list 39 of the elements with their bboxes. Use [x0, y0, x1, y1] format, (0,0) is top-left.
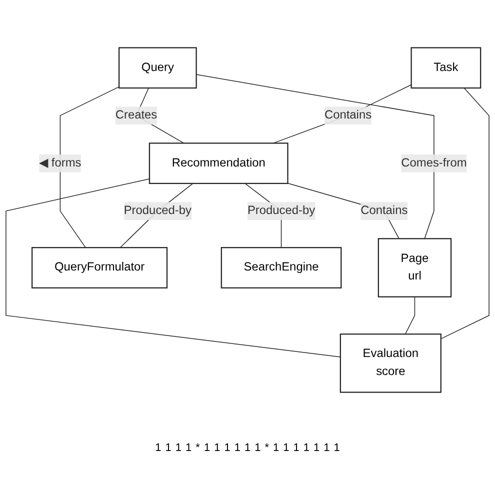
edge-label: ◀ forms: [39, 156, 82, 170]
multiplicity-label: *: [196, 442, 200, 454]
node-box: Query: [118, 47, 197, 89]
connector: [6, 178, 341, 358]
connector: [60, 86, 120, 248]
multiplicity-label: 1: [244, 442, 251, 454]
multiplicity-label: 1: [234, 442, 240, 454]
node-box: Task: [410, 47, 482, 89]
multiplicity-label: 1: [224, 442, 230, 454]
multiplicity-label: 1: [175, 442, 182, 454]
edge-label: Produced-by: [124, 204, 192, 218]
node-box: Recommendation: [148, 142, 288, 184]
node-box: Evaluation score: [340, 334, 442, 393]
edge-label: Produced-by: [247, 204, 316, 218]
multiplicity-label: 1: [324, 442, 330, 454]
multiplicity-label: 1: [272, 442, 280, 454]
edge-label: Creates: [115, 108, 158, 122]
edge-label: Contains: [324, 108, 372, 122]
node-box: QueryFormulator: [32, 247, 168, 288]
connector: [404, 296, 416, 334]
edge-label: Comes-from: [401, 156, 467, 170]
connector: [272, 84, 412, 144]
multiplicity-label: 1: [254, 442, 261, 454]
multiplicity-label: 1: [334, 442, 340, 454]
multiplicity-label: *: [264, 442, 269, 454]
node-box: Page url: [378, 238, 452, 298]
multiplicity-label: 1: [186, 442, 192, 454]
multiplicity-label: 1: [293, 442, 300, 454]
multiplicity-label: 1: [214, 442, 220, 454]
multiplicity-label: 1: [313, 442, 320, 454]
node-box: SearchEngine: [220, 247, 342, 288]
multiplicity-label: 1: [165, 442, 172, 454]
connector: [440, 88, 490, 340]
edge-label: Contains: [360, 204, 408, 218]
multiplicity-label: 1: [155, 442, 162, 454]
multiplicity-label: 1: [283, 442, 290, 454]
connector: [120, 183, 194, 248]
multiplicity-label: 1: [204, 442, 210, 454]
multiplicity-label: 1: [303, 442, 310, 454]
